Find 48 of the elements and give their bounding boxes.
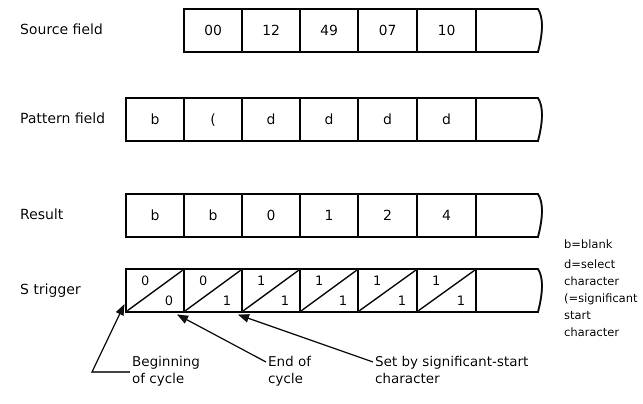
trigger-value: 1	[432, 275, 440, 288]
trigger-value: 1	[315, 275, 324, 288]
field-cell: 07	[357, 8, 418, 53]
field-cell: 49	[299, 8, 359, 53]
trigger-cell	[125, 268, 185, 313]
annotation-text: Beginning of cycle	[132, 354, 212, 388]
row-label: S trigger	[20, 282, 81, 298]
field-cell: b	[125, 193, 185, 238]
field-cell: 00	[183, 8, 243, 53]
legend-note: b=blank	[564, 236, 614, 253]
legend-note: (=significant start character	[564, 290, 639, 341]
trigger-cell	[299, 268, 359, 313]
trigger-value: 0	[141, 275, 150, 288]
field-cell: 0	[241, 193, 301, 238]
trigger-value: 1	[257, 275, 266, 288]
row-label: Result	[20, 207, 64, 223]
leader-line	[238, 314, 374, 363]
trigger-cell	[183, 268, 243, 313]
field-cell: 2	[357, 193, 418, 238]
annotation-text: Set by significant-start character	[375, 354, 545, 388]
field-cell: 10	[416, 8, 477, 53]
leader-line	[177, 314, 266, 363]
trigger-value: 1	[338, 295, 347, 308]
row-label: Pattern field	[20, 111, 106, 127]
field-cell: 4	[416, 193, 477, 238]
trigger-value: 1	[280, 295, 289, 308]
field-cell: b	[125, 97, 185, 142]
trigger-value: 1	[373, 275, 382, 288]
trigger-value: 1	[398, 295, 406, 308]
field-cell: 1	[299, 193, 359, 238]
row-label: Source field	[20, 22, 103, 38]
leader-line	[90, 304, 130, 373]
trigger-value: 0	[164, 295, 173, 308]
field-cell: 12	[241, 8, 301, 53]
field-cell: d	[357, 97, 418, 142]
field-cell: d	[416, 97, 477, 142]
trigger-cell	[357, 268, 418, 313]
field-cell: d	[299, 97, 359, 142]
trigger-value: 0	[199, 275, 208, 288]
field-cell: (	[183, 97, 243, 142]
field-cell: b	[183, 193, 243, 238]
annotation-text: End of cycle	[268, 354, 328, 388]
trigger-value: 1	[456, 295, 465, 308]
field-cell: d	[241, 97, 301, 142]
trigger-cell	[241, 268, 301, 313]
trigger-value: 1	[222, 295, 231, 308]
legend-note: d=select character	[564, 256, 620, 290]
trigger-cell	[416, 268, 477, 313]
